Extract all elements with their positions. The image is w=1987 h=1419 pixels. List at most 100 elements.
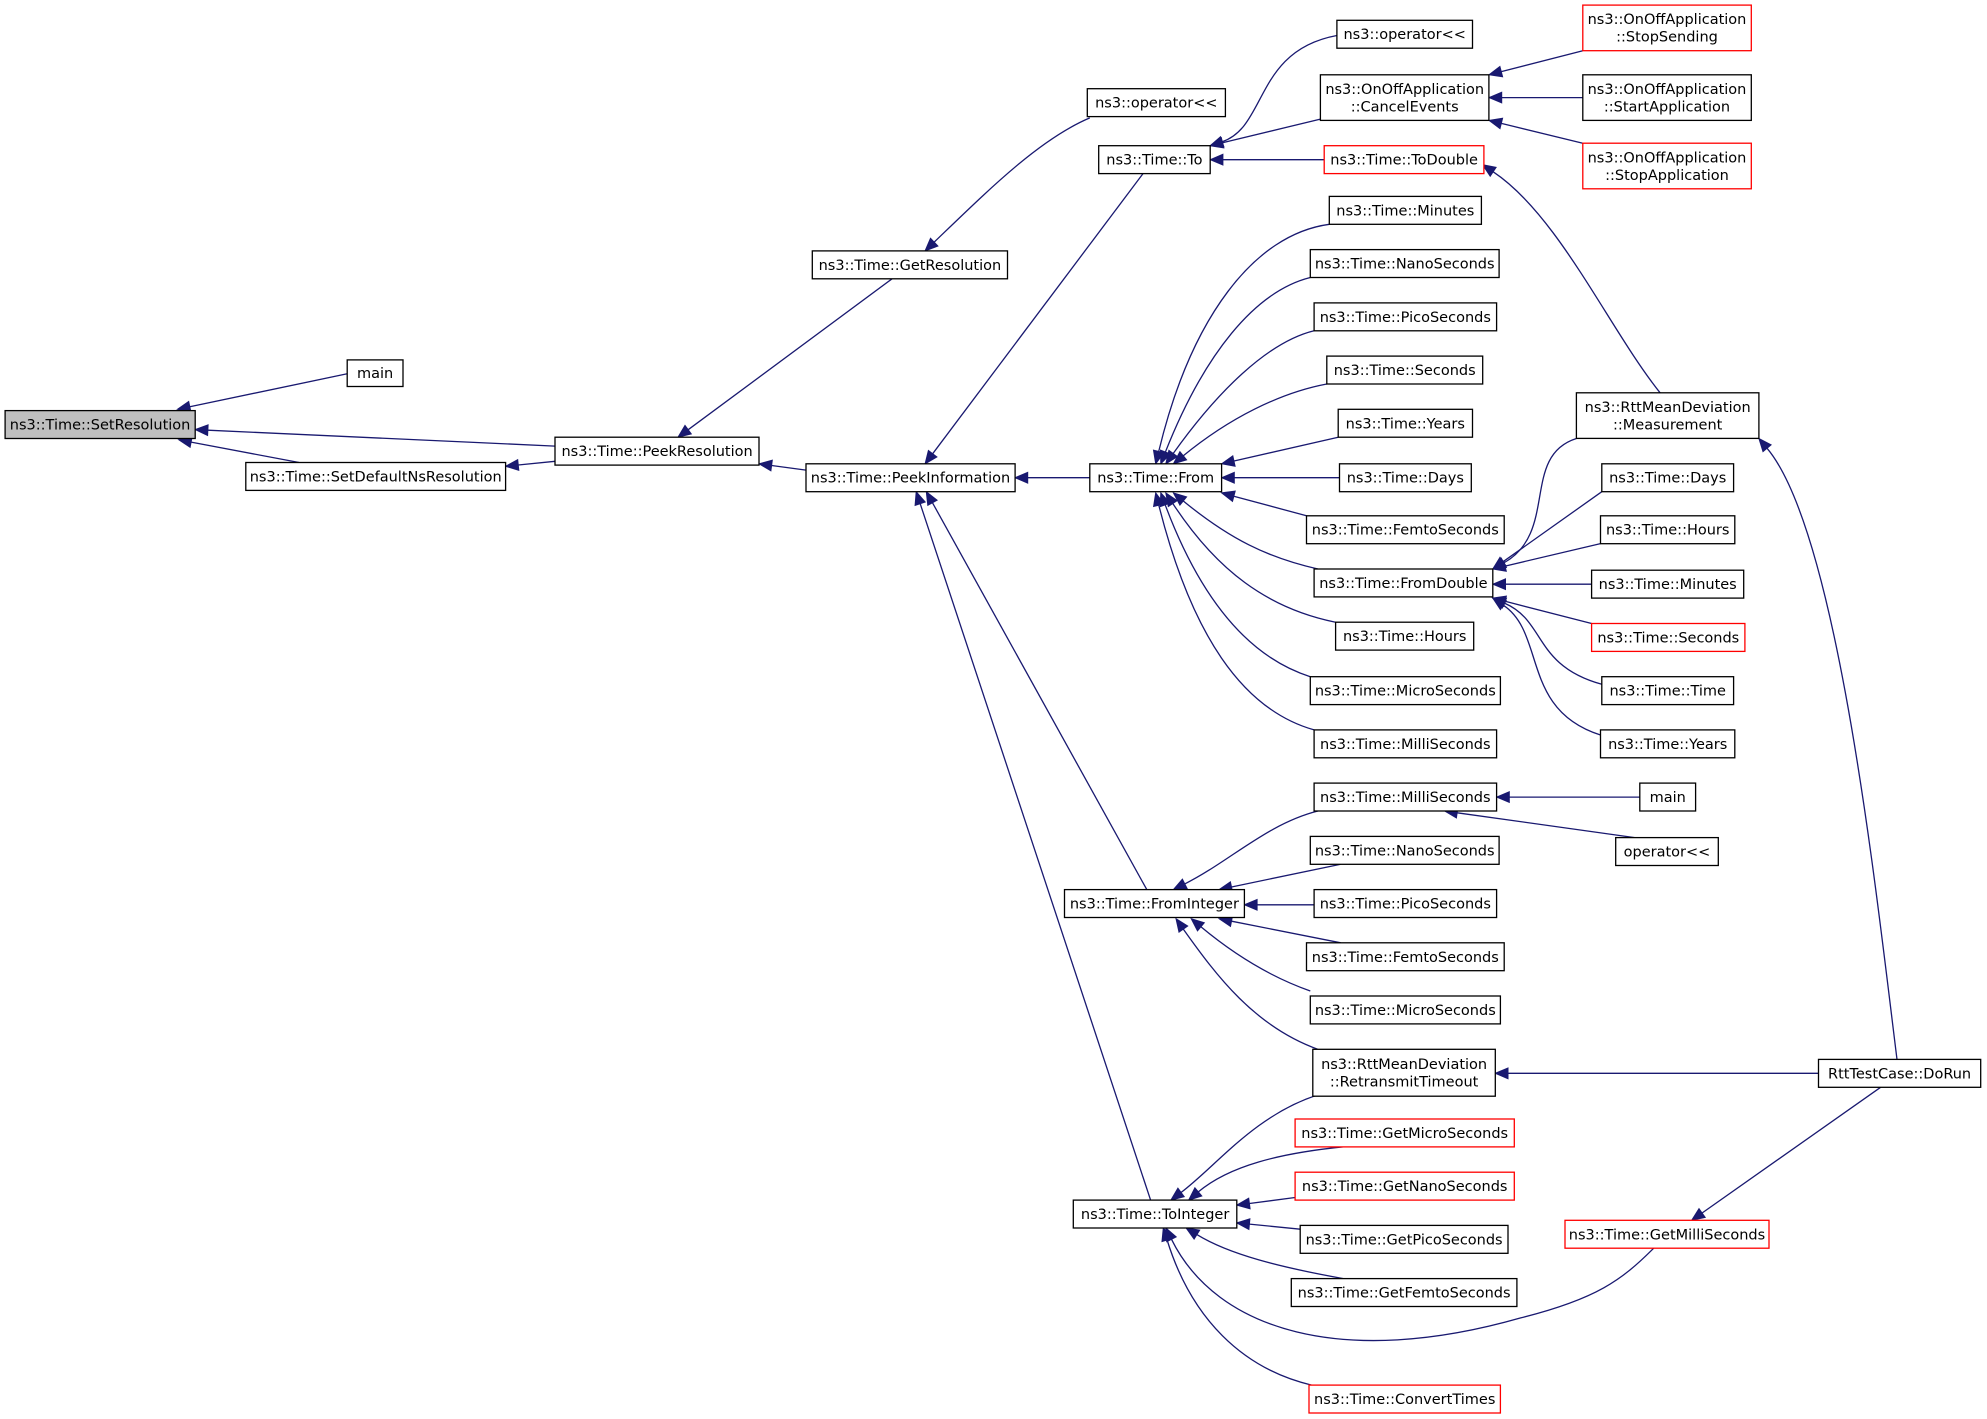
node-box bbox=[1063, 888, 1246, 919]
call-node-rttretr[interactable]: ns3::RttMeanDeviation::RetransmitTimeout bbox=[1312, 1048, 1496, 1097]
call-edge-d_hours-to-fromdouble bbox=[1491, 542, 1601, 572]
call-node-rttmeas[interactable]: ns3::RttMeanDeviation::Measurement bbox=[1575, 392, 1760, 440]
call-edge-opll3-to-i_milli bbox=[1443, 806, 1635, 839]
edge-line bbox=[1249, 1223, 1301, 1230]
call-node-setres[interactable]: ns3::Time::SetResolution bbox=[4, 409, 196, 440]
call-node-startapp[interactable]: ns3::OnOffApplication::StartApplication bbox=[1582, 74, 1752, 122]
edge-line bbox=[1501, 50, 1583, 73]
edge-arrowhead bbox=[924, 237, 939, 252]
call-node-todouble[interactable]: ns3::Time::ToDouble bbox=[1323, 145, 1485, 175]
call-node-d_time[interactable]: ns3::Time::Time bbox=[1601, 676, 1735, 706]
edge-line bbox=[1502, 604, 1601, 736]
node-label: ns3::Time::MilliSeconds bbox=[1320, 737, 1491, 753]
call-node-from[interactable]: ns3::Time::From bbox=[1089, 463, 1223, 493]
call-edge-f_yrs-to-from bbox=[1220, 436, 1339, 467]
call-node-i_milli[interactable]: ns3::Time::MilliSeconds bbox=[1313, 782, 1498, 812]
call-node-g_micro[interactable]: ns3::Time::GetMicroSeconds bbox=[1294, 1118, 1515, 1148]
call-edge-f_min-to-from bbox=[1152, 223, 1330, 466]
call-node-main1[interactable]: main bbox=[346, 359, 404, 388]
call-node-peekinfo[interactable]: ns3::Time::PeekInformation bbox=[805, 463, 1016, 493]
call-edge-setdef-to-setres bbox=[177, 436, 300, 464]
edge-arrowhead bbox=[1491, 560, 1507, 572]
call-node-fromint[interactable]: ns3::Time::FromInteger bbox=[1063, 888, 1246, 919]
call-node-stopsend[interactable]: ns3::OnOffApplication::StopSending bbox=[1582, 4, 1752, 52]
node-box bbox=[1313, 782, 1498, 812]
edge-line bbox=[1196, 1234, 1344, 1280]
call-node-opll1[interactable]: ns3::operator<< bbox=[1086, 88, 1227, 118]
call-node-f_hours[interactable]: ns3::Time::Hours bbox=[1334, 621, 1475, 651]
edge-line bbox=[1233, 495, 1307, 517]
call-edge-rttdorun-to-g_milli bbox=[1690, 1086, 1881, 1222]
node-box bbox=[1313, 888, 1498, 919]
call-node-g_nano[interactable]: ns3::Time::GetNanoSeconds bbox=[1294, 1171, 1515, 1201]
call-edge-d_min-to-fromdouble bbox=[1491, 578, 1592, 591]
call-node-f_milli[interactable]: ns3::Time::MilliSeconds bbox=[1313, 729, 1498, 759]
call-node-d_sec[interactable]: ns3::Time::Seconds bbox=[1590, 622, 1746, 653]
node-label: ns3::Time::Seconds bbox=[1597, 630, 1739, 646]
call-node-f_pico[interactable]: ns3::Time::PicoSeconds bbox=[1313, 302, 1498, 332]
edge-line bbox=[1172, 330, 1315, 454]
edge-line bbox=[933, 117, 1091, 243]
edge-arrowhead bbox=[1208, 136, 1225, 149]
call-node-g_femto[interactable]: ns3::Time::GetFemtoSeconds bbox=[1290, 1277, 1518, 1308]
call-node-f_yrs[interactable]: ns3::Time::Years bbox=[1337, 408, 1474, 438]
call-node-f_nano[interactable]: ns3::Time::NanoSeconds bbox=[1309, 248, 1500, 279]
node-box bbox=[1313, 568, 1494, 598]
call-node-f_days[interactable]: ns3::Time::Days bbox=[1338, 463, 1472, 493]
call-node-setdef[interactable]: ns3::Time::SetDefaultNsResolution bbox=[245, 461, 507, 492]
node-label: ns3::OnOffApplication bbox=[1588, 150, 1747, 166]
call-node-toint[interactable]: ns3::Time::ToInteger bbox=[1072, 1199, 1238, 1229]
call-node-d_yrs[interactable]: ns3::Time::Years bbox=[1599, 729, 1736, 759]
call-node-peekres[interactable]: ns3::Time::PeekResolution bbox=[554, 436, 760, 466]
node-label: ns3::Time::PicoSeconds bbox=[1320, 897, 1491, 913]
call-node-i_femto[interactable]: ns3::Time::FemtoSeconds bbox=[1305, 942, 1505, 972]
node-label: ::StopApplication bbox=[1605, 168, 1729, 184]
edge-line bbox=[1701, 1086, 1881, 1214]
call-node-d_days[interactable]: ns3::Time::Days bbox=[1601, 463, 1735, 493]
call-node-getres[interactable]: ns3::Time::GetResolution bbox=[811, 250, 1009, 280]
call-node-cancel[interactable]: ns3::OnOffApplication::CancelEvents bbox=[1319, 74, 1490, 122]
edge-line bbox=[1221, 34, 1338, 143]
call-node-main2[interactable]: main bbox=[1639, 782, 1697, 812]
call-node-d_min[interactable]: ns3::Time::Minutes bbox=[1590, 569, 1745, 599]
call-node-d_hours[interactable]: ns3::Time::Hours bbox=[1599, 515, 1736, 545]
node-label: ns3::Time::MilliSeconds bbox=[1320, 790, 1491, 806]
node-label: ns3::Time::FemtoSeconds bbox=[1312, 950, 1499, 966]
call-edge-g_nano-to-toint bbox=[1235, 1196, 1296, 1210]
node-box bbox=[1309, 835, 1500, 865]
call-node-f_sec[interactable]: ns3::Time::Seconds bbox=[1326, 355, 1484, 385]
call-node-fromdouble[interactable]: ns3::Time::FromDouble bbox=[1313, 568, 1494, 598]
call-node-opll2[interactable]: ns3::operator<< bbox=[1336, 19, 1474, 49]
node-box bbox=[1601, 463, 1735, 493]
call-edge-main1-to-setres bbox=[176, 373, 348, 413]
edge-line bbox=[931, 502, 1148, 890]
call-node-f_micro[interactable]: ns3::Time::MicroSeconds bbox=[1309, 676, 1502, 706]
call-edge-to-to-peekinfo bbox=[924, 173, 1144, 465]
call-node-i_pico[interactable]: ns3::Time::PicoSeconds bbox=[1313, 888, 1498, 919]
edge-line bbox=[1166, 1239, 1312, 1386]
call-node-i_nano[interactable]: ns3::Time::NanoSeconds bbox=[1309, 835, 1500, 865]
edge-line bbox=[1457, 812, 1635, 839]
call-node-rttdorun[interactable]: RttTestCase::DoRun bbox=[1817, 1058, 1982, 1088]
call-node-convert[interactable]: ns3::Time::ConvertTimes bbox=[1308, 1384, 1502, 1414]
call-edge-g_femto-to-toint bbox=[1184, 1227, 1344, 1280]
call-edge-d_time-to-fromdouble bbox=[1491, 597, 1602, 685]
call-node-i_micro[interactable]: ns3::Time::MicroSeconds bbox=[1309, 995, 1502, 1025]
edge-arrowhead bbox=[1235, 1218, 1251, 1231]
node-label: ns3::Time::GetMilliSeconds bbox=[1569, 1227, 1765, 1243]
node-box bbox=[1299, 1224, 1509, 1254]
call-edge-startapp-to-cancel bbox=[1487, 91, 1583, 104]
node-box bbox=[1334, 621, 1475, 651]
call-node-g_milli[interactable]: ns3::Time::GetMilliSeconds bbox=[1564, 1219, 1770, 1249]
edge-line bbox=[771, 464, 807, 471]
call-node-g_pico[interactable]: ns3::Time::GetPicoSeconds bbox=[1299, 1224, 1509, 1254]
call-node-f_min[interactable]: ns3::Time::Minutes bbox=[1328, 195, 1483, 225]
call-node-opll3[interactable]: operator<< bbox=[1615, 836, 1719, 867]
call-node-stopapp[interactable]: ns3::OnOffApplication::StopApplication bbox=[1582, 142, 1752, 190]
call-edge-d_yrs-to-fromdouble bbox=[1491, 597, 1601, 736]
call-node-to[interactable]: ns3::Time::To bbox=[1098, 145, 1211, 175]
node-box bbox=[1313, 302, 1498, 332]
node-label: RttTestCase::DoRun bbox=[1828, 1066, 1971, 1082]
call-node-f_femto[interactable]: ns3::Time::FemtoSeconds bbox=[1305, 515, 1505, 545]
edge-arrowhead bbox=[1172, 878, 1188, 891]
